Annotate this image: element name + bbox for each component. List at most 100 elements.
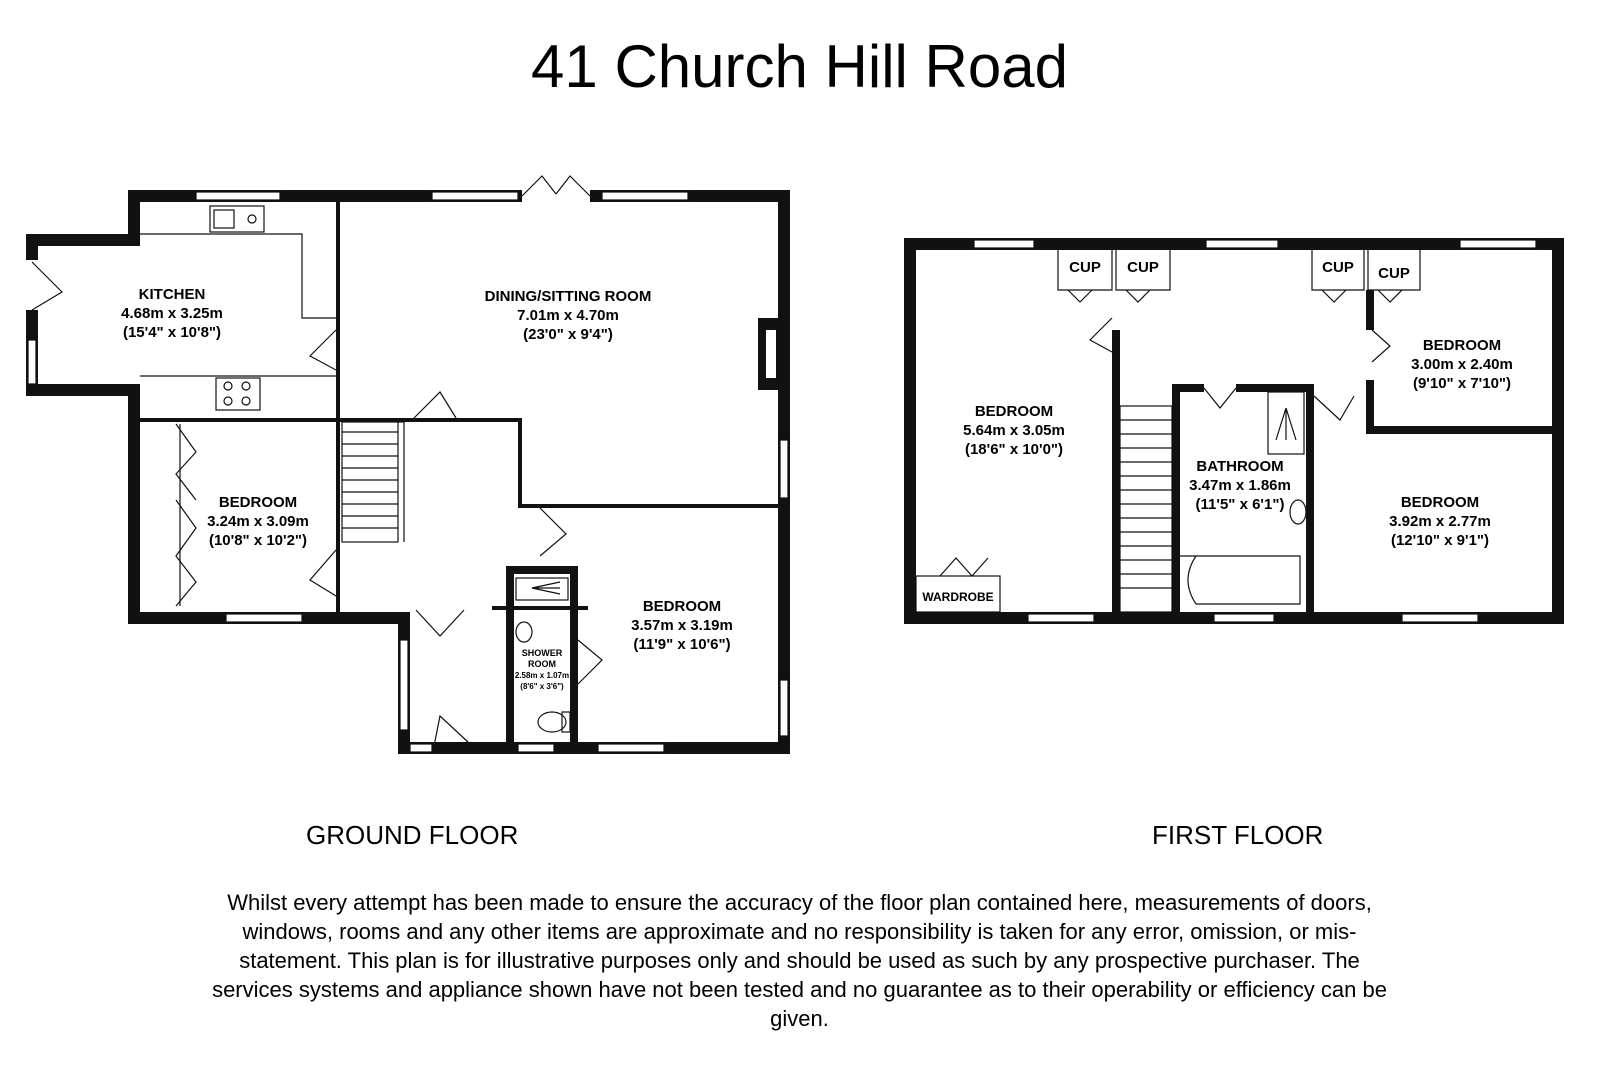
shower-window <box>517 743 555 753</box>
porch-inner-doors <box>415 609 465 637</box>
bathroom-west-wall <box>1172 384 1180 624</box>
bedroom-a-imperial: (18'6" x 10'0") <box>965 441 1063 458</box>
bedroom-c-metric: 3.00m x 2.40m <box>1411 356 1513 373</box>
wardrobe-doors-upper <box>175 423 197 501</box>
shower-north-wall <box>506 566 576 574</box>
kitchen-door <box>309 329 337 371</box>
dining-south-wall <box>518 504 784 508</box>
bathroom-window <box>1213 613 1275 623</box>
dining-metric: 7.01m x 4.70m <box>517 307 619 324</box>
porch-window <box>399 639 409 731</box>
first-west-wall <box>904 238 916 624</box>
kitchen-west-bottom-wall <box>26 384 140 396</box>
shower-room-imperial: (8'6" x 3'6") <box>520 682 564 691</box>
dining-window-left <box>431 191 519 201</box>
fireplace-opening <box>766 330 776 378</box>
kitchen-name: KITCHEN <box>139 286 206 303</box>
bathroom-door <box>1203 387 1237 409</box>
basin-icon <box>515 621 533 643</box>
kitchen-metric: 4.68m x 3.25m <box>121 305 223 322</box>
bathroom-basin-icon <box>1289 499 1307 525</box>
cupboard-2-label: CUP <box>1127 259 1159 276</box>
bedroom-d-door <box>1313 395 1355 421</box>
bedroom-west-wall <box>128 384 140 624</box>
first-floor-plan <box>904 238 1564 624</box>
wardrobe-label: WARDROBE <box>922 590 993 604</box>
toilet-icon <box>537 711 567 733</box>
kitchen-external-door <box>24 260 63 311</box>
bedroom-window <box>225 613 303 623</box>
bedroom-a-east-wall <box>1112 330 1120 624</box>
shower-room-name-1: SHOWER <box>522 648 563 658</box>
cupboard-1-label: CUP <box>1069 259 1101 276</box>
bedroom-1-metric: 3.24m x 3.09m <box>207 513 309 530</box>
kitchen-bedroom-partition <box>140 418 348 422</box>
bedroom1-door <box>309 549 337 597</box>
kitchen-counter-top <box>140 233 336 319</box>
ground-south-wall <box>398 742 790 754</box>
cupboard-2 <box>1115 250 1171 303</box>
bedroom-d-imperial: (12'10" x 9'1") <box>1391 532 1489 549</box>
cupboard-1 <box>1057 250 1113 303</box>
bathroom-name: BATHROOM <box>1196 458 1283 475</box>
porch-north-wall <box>492 606 588 610</box>
shower-east-wall <box>570 566 578 746</box>
bedroom-c-south-wall <box>1366 426 1564 434</box>
hall-dining-door <box>413 391 457 419</box>
toilet-cistern-icon <box>561 711 571 733</box>
bedroom-c-name: BEDROOM <box>1423 337 1501 354</box>
hall-north-wall <box>340 418 520 422</box>
shower-room-door <box>577 639 603 685</box>
bedroom2-door <box>539 507 567 557</box>
dining-french-doors <box>521 175 591 204</box>
shower-west-wall <box>506 566 514 746</box>
bedroom-2-metric: 3.57m x 3.19m <box>631 617 733 634</box>
first-room-labels: BEDROOM 5.64m x 3.05m (18'6" x 10'0") BA… <box>922 259 1513 604</box>
bedroom-2-name: BEDROOM <box>643 598 721 615</box>
bedroom-a-metric: 5.64m x 3.05m <box>963 422 1065 439</box>
bedroom-b-window <box>1459 239 1537 249</box>
wardrobe-doors-lower <box>175 499 197 607</box>
kitchen-dining-partition <box>336 202 340 622</box>
kitchen-north-step-wall <box>128 190 140 240</box>
kitchen-side-window <box>27 339 37 385</box>
bedroom-1-imperial: (10'8" x 10'2") <box>209 532 307 549</box>
wardrobe-unit <box>915 557 1001 613</box>
ground-room-labels: KITCHEN 4.68m x 3.25m (15'4" x 10'8") DI… <box>121 286 733 691</box>
shower-tray-icon <box>515 577 569 601</box>
first-stairs <box>1119 405 1173 613</box>
cupboard-4 <box>1367 250 1421 303</box>
ground-floor-plan <box>24 175 790 754</box>
dining-south-return-wall <box>518 418 522 508</box>
cupboard-3 <box>1311 250 1365 303</box>
cupboard-3-label: CUP <box>1322 259 1354 276</box>
dining-east-window <box>779 439 789 499</box>
ground-stairs <box>341 421 405 543</box>
front-door <box>433 714 469 747</box>
porch-south-window <box>409 743 433 753</box>
dining-imperial: (23'0" x 9'4") <box>523 326 613 343</box>
bath-shower-tray-icon <box>1267 391 1305 455</box>
hob-icon <box>215 377 261 411</box>
disclaimer-text: Whilst every attempt has been made to en… <box>212 890 1387 1031</box>
shower-spray-icon <box>531 581 561 595</box>
bedroom-d-metric: 3.92m x 2.77m <box>1389 513 1491 530</box>
shower-room-name-2: ROOM <box>528 659 556 669</box>
dining-window-right <box>601 191 689 201</box>
bedroom-c-imperial: (9'10" x 7'10") <box>1413 375 1511 392</box>
bedroom-2-imperial: (11'9" x 10'6") <box>633 636 730 653</box>
bedroom-a-name: BEDROOM <box>975 403 1053 420</box>
shower-room-metric: 2.58m x 1.07m <box>515 671 569 680</box>
bedroom-c-west-upper <box>1366 290 1374 330</box>
kitchen-imperial: (15'4" x 10'8") <box>123 324 221 341</box>
bedroom-south-window <box>597 743 665 753</box>
ground-floor-label: GROUND FLOOR <box>306 820 519 850</box>
first-floor-label: FIRST FLOOR <box>1152 820 1324 850</box>
dining-name: DINING/SITTING ROOM <box>485 288 652 305</box>
bedroom-1-name: BEDROOM <box>219 494 297 511</box>
bedroom-c-door <box>1371 329 1391 363</box>
bedroom-c-west-wall <box>1366 380 1374 430</box>
plan-title: 41 Church Hill Road <box>531 33 1068 100</box>
bedroom-a-south-window <box>1027 613 1095 623</box>
